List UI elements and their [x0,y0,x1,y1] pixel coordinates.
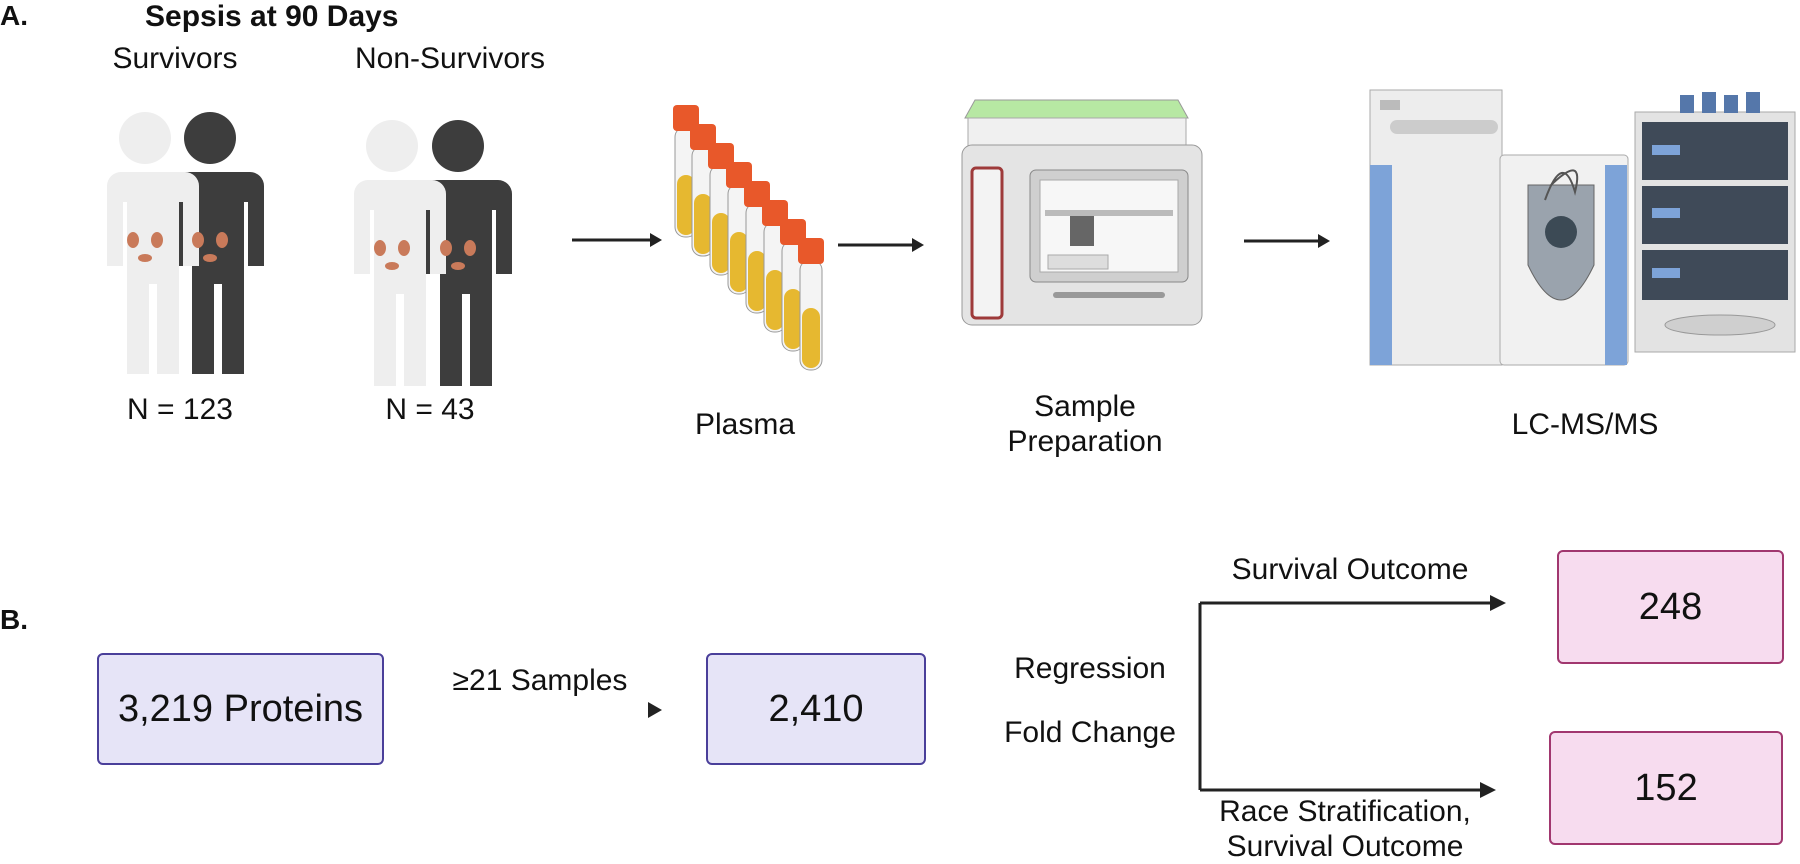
survivor-person-icon [103,112,199,374]
arrow-to-prep-icon [838,238,924,252]
survival-result-box: 248 [1557,550,1784,664]
regression-label: Regression [1014,652,1166,685]
branch-bottom-label-line2: Survival Outcome [1226,830,1464,863]
panel-a-title: Sepsis at 90 Days [145,0,399,33]
survivors-figure-group [103,112,264,374]
fold-change-label: Fold Change [1004,716,1176,749]
survivor-person-icon [350,120,446,386]
nonsurvivors-figure-group [350,120,512,386]
filtered-box: 2,410 [706,653,926,765]
kidney-icon [374,240,476,270]
race-survival-result-box: 152 [1549,731,1783,845]
lcms-label: LC-MS/MS [1511,408,1659,441]
survivors-count: N = 123 [127,393,233,426]
proteins-box: 3,219 Proteins [97,653,384,765]
sample-prep-machine-icon [961,99,1203,326]
arrow-to-lcms-icon [1244,234,1330,248]
sample-prep-label-line2: Preparation [1007,425,1163,458]
filter-label: ≥21 Samples [452,664,628,697]
sample-prep-label-line1: Sample [1034,390,1136,423]
branch-bottom-label-line1: Race Stratification, [1219,795,1471,828]
branch-connector-icon [955,595,1506,798]
non-survivors-label: Non-Survivors [354,42,546,75]
kidney-icon [127,232,228,262]
survivors-label: Survivors [112,42,238,75]
plasma-tubes-icon [673,105,824,371]
arrow-to-filtered-icon [405,702,662,718]
non-survivors-count: N = 43 [385,393,475,426]
branch-top-label: Survival Outcome [1231,553,1469,586]
arrow-to-plasma-icon [572,233,662,247]
lcms-instrument-icon [1369,89,1796,366]
plasma-label: Plasma [694,408,796,441]
panel-a-label: A. [0,0,28,31]
panel-b-label: B. [0,604,28,635]
